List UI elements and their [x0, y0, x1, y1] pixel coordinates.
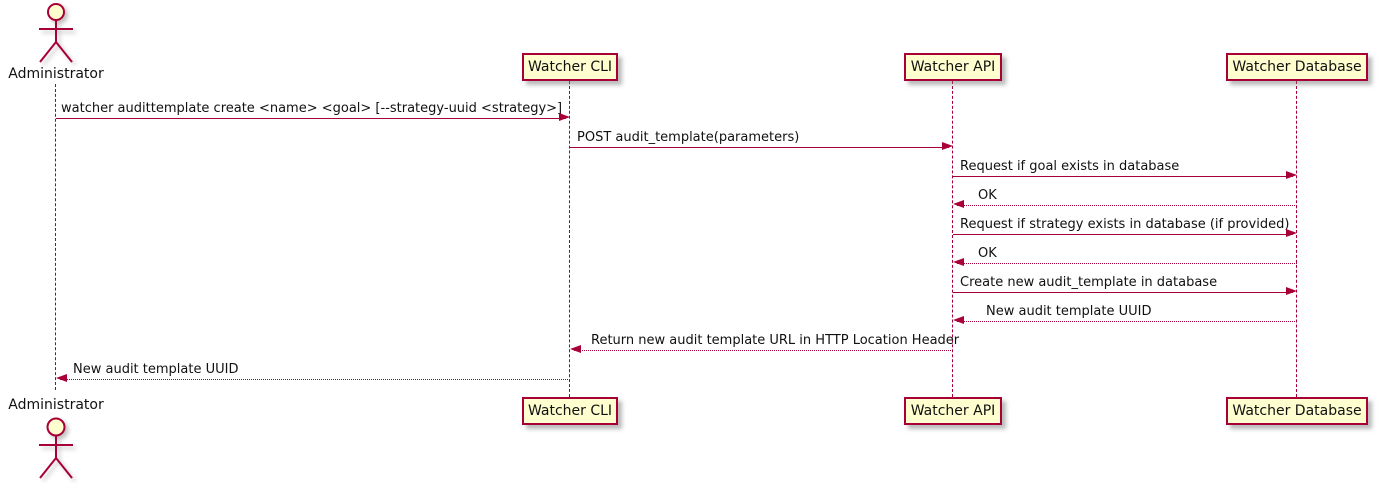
message-line — [957, 205, 1297, 206]
participant-label: Watcher API — [910, 59, 996, 75]
administrator-actor-icon-top — [39, 3, 73, 63]
participant-label: Watcher API — [910, 403, 996, 419]
participant-watcher-database-top: Watcher Database — [1226, 53, 1368, 81]
arrowhead-right-icon — [1286, 229, 1297, 237]
arrowhead-right-icon — [1286, 287, 1297, 295]
administrator-label-top: Administrator — [8, 66, 104, 82]
message-label: Request if goal exists in database — [960, 159, 1180, 174]
participant-watcher-database-bottom: Watcher Database — [1226, 397, 1368, 425]
message-line — [953, 234, 1293, 235]
participant-watcher-cli-top: Watcher CLI — [522, 53, 618, 81]
participant-label: Watcher CLI — [527, 59, 613, 75]
arrowhead-left-icon — [953, 316, 964, 324]
participant-watcher-cli-bottom: Watcher CLI — [522, 397, 618, 425]
administrator-actor-icon-bottom — [39, 417, 73, 479]
arrowhead-right-icon — [1286, 171, 1297, 179]
participant-label: Watcher Database — [1232, 59, 1362, 75]
message-line — [570, 147, 949, 148]
message-label: Create new audit_template in database — [960, 275, 1218, 290]
arrowhead-right-icon — [559, 113, 570, 121]
message-line — [953, 176, 1293, 177]
lifeline-watcher-cli — [569, 81, 570, 397]
participant-label: Watcher CLI — [527, 403, 613, 419]
message-label: Request if strategy exists in database (… — [960, 217, 1290, 232]
lifeline-watcher-database — [1296, 81, 1297, 397]
arrowhead-right-icon — [942, 142, 953, 150]
message-label: POST audit_template(parameters) — [577, 130, 800, 145]
message-label: OK — [978, 188, 997, 203]
message-label: OK — [978, 246, 997, 261]
message-label: New audit template UUID — [986, 304, 1152, 319]
message-line — [574, 350, 953, 351]
administrator-label-bottom: Administrator — [8, 397, 104, 413]
message-line — [957, 321, 1297, 322]
message-line — [957, 263, 1297, 264]
arrowhead-left-icon — [953, 258, 964, 266]
arrowhead-left-icon — [570, 345, 581, 353]
lifeline-watcher-api — [952, 81, 953, 397]
participant-watcher-api-bottom: Watcher API — [904, 397, 1002, 425]
lifeline-administrator — [55, 84, 56, 390]
message-line — [953, 292, 1293, 293]
arrowhead-left-icon — [56, 374, 67, 382]
message-label: Return new audit template URL in HTTP Lo… — [591, 333, 960, 348]
arrowhead-left-icon — [953, 200, 964, 208]
message-line — [60, 379, 570, 380]
participant-watcher-api-top: Watcher API — [904, 53, 1002, 81]
message-label: New audit template UUID — [73, 362, 239, 377]
message-label: watcher audittemplate create <name> <goa… — [61, 101, 563, 116]
message-line — [56, 118, 566, 119]
participant-label: Watcher Database — [1232, 403, 1362, 419]
